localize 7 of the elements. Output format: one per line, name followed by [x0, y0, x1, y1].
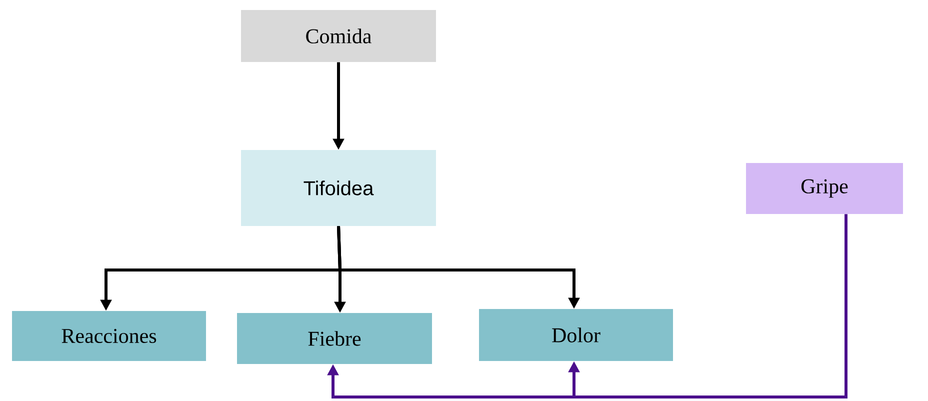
- process-box: Reacciones: [12, 311, 206, 361]
- process-box: Tifoidea: [241, 150, 436, 226]
- arrow: [568, 214, 848, 398]
- process-box: Gripe: [746, 163, 903, 214]
- process-box: Fiebre: [237, 313, 432, 364]
- process-box: Comida: [241, 10, 436, 62]
- process-box: Dolor: [479, 309, 673, 361]
